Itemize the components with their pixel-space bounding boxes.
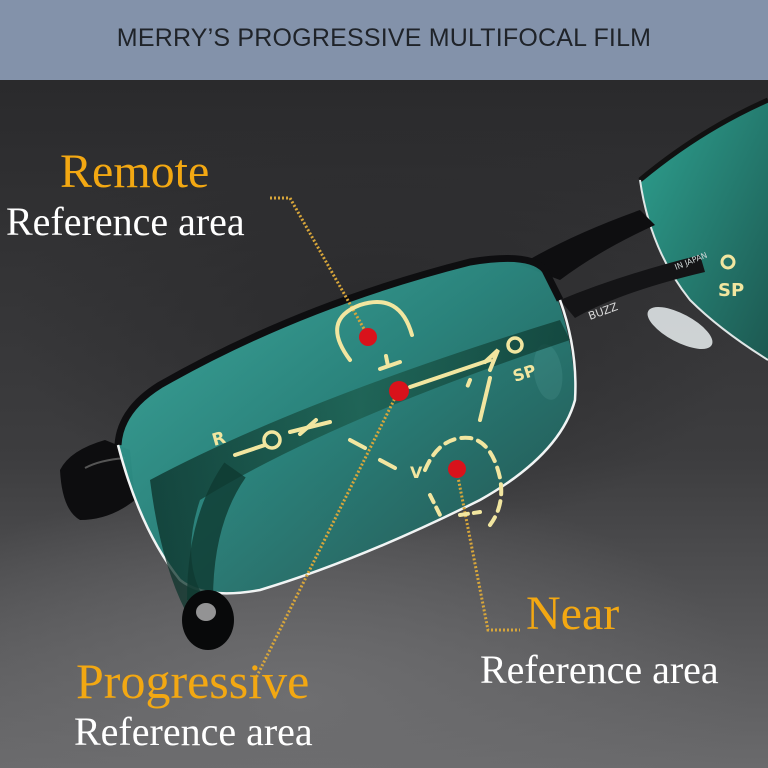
product-photo: SP BUZZ IN JAPAN	[0, 80, 768, 768]
leader-lines	[253, 196, 520, 681]
remote-subtitle: Reference area	[6, 199, 245, 244]
remote-dot	[359, 328, 377, 346]
header-banner: MERRY’S PROGRESSIVE MULTIFOCAL FILM	[0, 0, 768, 80]
marking-circle-right	[506, 336, 524, 354]
page-title: MERRY’S PROGRESSIVE MULTIFOCAL FILM	[116, 23, 652, 52]
near-title: Near	[526, 587, 620, 640]
right-lens: SP	[638, 97, 768, 361]
nose-pad	[647, 307, 713, 349]
lens-markings	[233, 299, 504, 527]
hinge	[60, 440, 135, 520]
progressive-subtitle: Reference area	[74, 709, 313, 754]
svg-text:SP: SP	[718, 280, 744, 301]
progressive-dot	[389, 381, 409, 401]
marking-r: R	[210, 428, 228, 451]
near-dot	[448, 460, 466, 478]
bridge	[520, 210, 655, 280]
near-subtitle: Reference area	[480, 647, 719, 692]
glasses-illustration: SP BUZZ IN JAPAN	[60, 97, 768, 681]
marking-v: V	[410, 463, 423, 482]
marking-circle-left	[262, 430, 282, 450]
progressive-title: Progressive	[76, 653, 310, 709]
remote-title: Remote	[60, 145, 210, 198]
